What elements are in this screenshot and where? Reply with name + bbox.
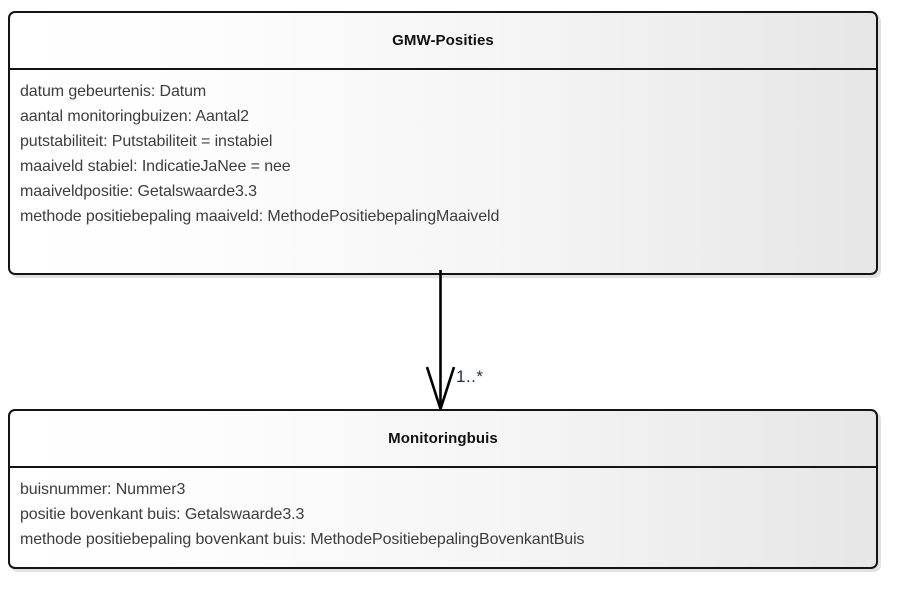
attribute-row: methode positiebepaling maaiveld: Method… [20,208,500,225]
class-box-monitoringbuis[interactable]: Monitoringbuis buisnummer: Nummer3 posit… [8,409,878,569]
attribute-row: positie bovenkant buis: Getalswaarde3.3 [20,506,305,523]
class-box-gmw-posities[interactable]: GMW-Posities datum gebeurtenis: Datum aa… [8,11,878,275]
class-title-monitoringbuis: Monitoringbuis [388,430,498,447]
attribute-row: maaiveldpositie: Getalswaarde3.3 [20,183,257,200]
class-attributes-monitoringbuis: buisnummer: Nummer3 positie bovenkant bu… [10,468,876,567]
attribute-row: maaiveld stabiel: IndicatieJaNee = nee [20,158,291,175]
arrowhead-icon [425,366,456,414]
association-connector[interactable] [0,270,900,415]
attribute-row: buisnummer: Nummer3 [20,481,186,498]
attribute-row: methode positiebepaling bovenkant buis: … [20,531,585,548]
class-header-gmw-posities: GMW-Posities [10,13,876,70]
attribute-row: aantal monitoringbuizen: Aantal2 [20,108,249,125]
attribute-row: datum gebeurtenis: Datum [20,83,207,100]
association-multiplicity-label: 1..* [456,367,484,386]
class-title-gmw-posities: GMW-Posities [392,32,494,49]
class-header-monitoringbuis: Monitoringbuis [10,411,876,468]
class-attributes-gmw-posities: datum gebeurtenis: Datum aantal monitori… [10,70,876,273]
attribute-row: putstabiliteit: Putstabiliteit = instabi… [20,133,273,150]
